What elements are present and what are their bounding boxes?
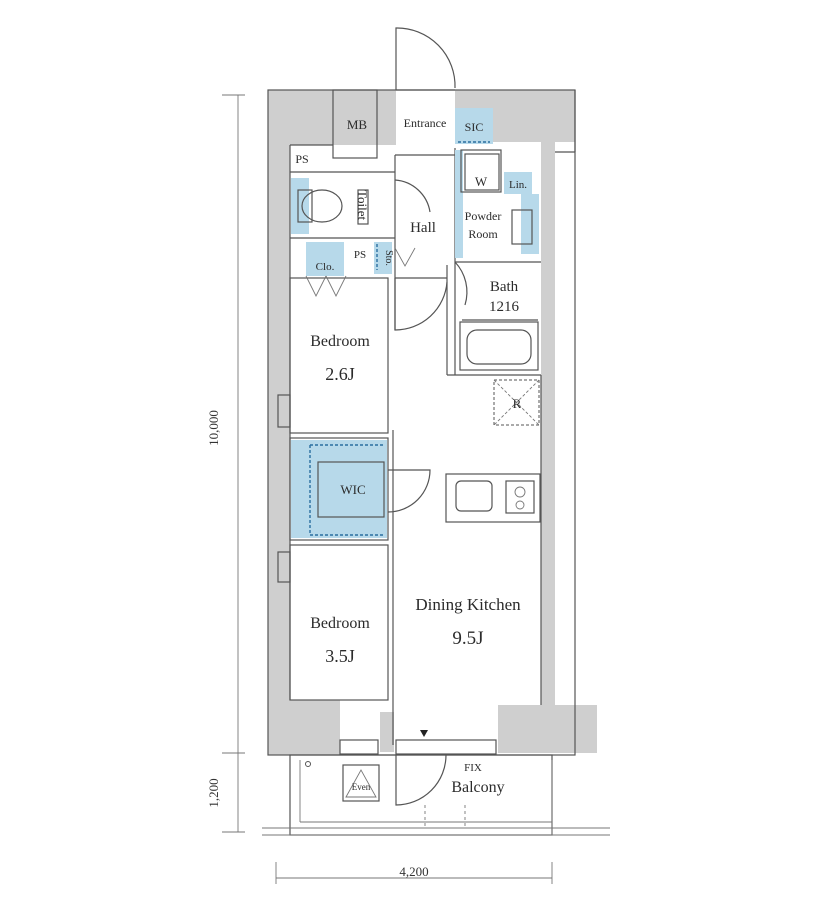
bottom-sashes xyxy=(339,730,497,755)
storage-fills xyxy=(291,108,539,538)
label-hall: Hall xyxy=(410,220,436,236)
entrance-door xyxy=(395,27,456,91)
wic-door xyxy=(387,469,431,513)
label-fix: FIX xyxy=(464,762,482,774)
balcony-door xyxy=(395,754,447,806)
dimension-height-balcony: 1,200 xyxy=(206,778,221,807)
label-r: R xyxy=(513,396,522,411)
bathtub xyxy=(459,319,539,371)
label-ps-top: PS xyxy=(295,152,308,166)
label-mb: MB xyxy=(347,117,368,132)
kitchen-counter xyxy=(445,473,541,523)
powder-sink xyxy=(511,209,533,245)
toilet-door xyxy=(394,179,431,213)
right-notch xyxy=(555,90,576,153)
hall-door xyxy=(394,278,448,331)
label-powder: Powder xyxy=(465,209,502,223)
wic-inner xyxy=(317,461,385,518)
label-bedroom1-size: 2.6J xyxy=(325,364,355,384)
label-even: Even xyxy=(352,782,371,792)
label-ps-mid: PS xyxy=(354,249,366,261)
wic-shelf-lines xyxy=(309,444,384,536)
label-wic: WIC xyxy=(340,482,365,497)
label-bedroom2: Bedroom xyxy=(310,615,370,632)
label-bath: Bath xyxy=(490,279,519,295)
label-room: Room xyxy=(468,227,498,241)
toilet-fixture xyxy=(297,189,369,225)
label-bedroom2-size: 3.5J xyxy=(325,646,355,666)
dimension-height-main: 10,000 xyxy=(206,410,221,446)
clo-door-mark xyxy=(305,275,347,298)
fridge-space xyxy=(493,379,540,426)
label-toilet: Toilet xyxy=(355,190,370,221)
label-dining-kitchen: Dining Kitchen xyxy=(415,595,521,614)
label-w: W xyxy=(475,174,488,189)
label-clo: Clo. xyxy=(316,261,335,273)
dimension-width: 4,200 xyxy=(399,864,428,879)
label-balcony: Balcony xyxy=(451,779,504,796)
bath-door xyxy=(454,261,468,306)
exterior-walls xyxy=(268,90,597,755)
label-lin: Lin. xyxy=(509,179,527,191)
label-sto: Sto. xyxy=(383,250,394,266)
label-entrance: Entrance xyxy=(404,116,447,130)
label-bedroom1: Bedroom xyxy=(310,333,370,350)
washer-frame xyxy=(460,149,502,193)
balcony-area xyxy=(262,754,610,836)
washer-box xyxy=(464,153,500,191)
interior-walls xyxy=(289,148,542,745)
label-dining-kitchen-size: 9.5J xyxy=(452,628,483,649)
left-windows xyxy=(277,394,291,583)
sto-door-mark xyxy=(394,247,416,267)
dimension-lines xyxy=(222,94,553,884)
label-sic: SIC xyxy=(465,120,484,134)
label-bath-size: 1216 xyxy=(489,299,520,315)
